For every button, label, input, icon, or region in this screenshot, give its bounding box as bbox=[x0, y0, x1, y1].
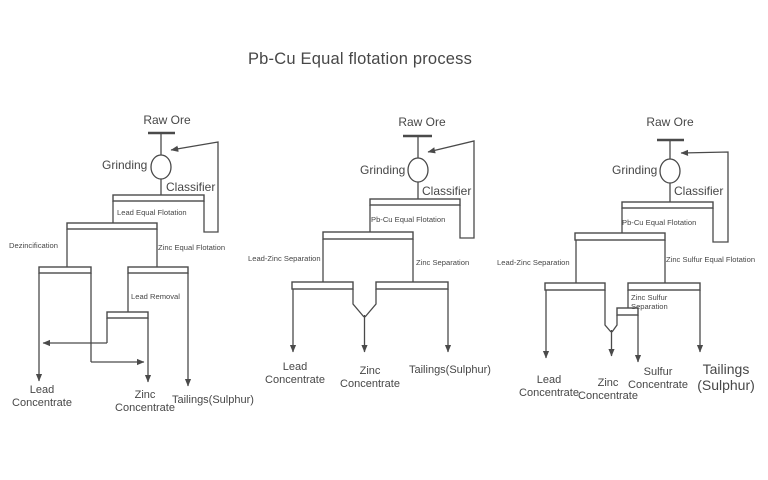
lead-cell-right bbox=[544, 282, 606, 291]
raw-ore-label-middle: Raw Ore bbox=[398, 115, 446, 129]
grinding-mill-left bbox=[150, 154, 172, 180]
sulfur-concentrate-label-right: Sulfur Concentrate bbox=[628, 366, 688, 391]
grinding-mill-right bbox=[659, 158, 681, 184]
rougher-stage-label-right: Pb-Cu Equal Flotation bbox=[622, 218, 697, 227]
tailings-label-middle: Tailings(Sulphur) bbox=[409, 364, 491, 376]
rougher-stage-label-left: Lead Equal Flotation bbox=[117, 208, 187, 217]
lead-zinc-separation-label-middle: Lead-Zinc Separation bbox=[248, 254, 321, 263]
lead-removal-cell-left bbox=[127, 266, 189, 274]
middle-flowsheet-lines bbox=[289, 134, 475, 353]
zinc-concentrate-label-middle: Zinc Concentrate bbox=[340, 365, 400, 390]
classifier-label-left: Classifier bbox=[166, 180, 216, 194]
diagram-title: Pb-Cu Equal flotation process bbox=[247, 50, 473, 68]
zinc-concentrate-label-right: Zinc Concentrate bbox=[578, 377, 638, 402]
rougher-cell-middle bbox=[369, 198, 461, 206]
grinding-label-left: Grinding bbox=[102, 158, 148, 172]
lead-concentrate-label-left: Lead Concentrate bbox=[12, 384, 72, 409]
recycle-loop-left bbox=[170, 141, 219, 233]
separation-cell-left bbox=[66, 222, 158, 230]
recycle-loop-right bbox=[680, 149, 729, 243]
zinc-sulfur-equal-flotation-label-right: Zinc Sulfur Equal Flotation bbox=[666, 255, 756, 264]
lead-removal-label-left: Lead Removal bbox=[131, 292, 180, 301]
grinding-label-middle: Grinding bbox=[360, 163, 406, 177]
zinc-sulfur-separation-label-right: Zinc Sulfur Separation bbox=[631, 293, 668, 311]
lead-zinc-separation-label-right: Lead-Zinc Separation bbox=[497, 258, 570, 267]
raw-ore-label-right: Raw Ore bbox=[646, 115, 694, 129]
raw-ore-label-left: Raw Ore bbox=[143, 113, 191, 127]
recycle-loop-middle bbox=[427, 140, 475, 239]
zinc-cell-middle bbox=[375, 281, 449, 290]
classifier-label-right: Classifier bbox=[674, 184, 724, 198]
cleaner-cell-left bbox=[106, 311, 149, 319]
lead-concentrate-label-right: Lead Concentrate bbox=[519, 374, 579, 399]
classifier-label-middle: Classifier bbox=[422, 184, 472, 198]
grinding-mill-middle bbox=[407, 157, 429, 183]
grinding-label-right: Grinding bbox=[612, 163, 658, 177]
rougher-cell-right bbox=[621, 201, 714, 209]
zinc-separation-label-middle: Zinc Separation bbox=[416, 258, 470, 267]
dezincification-label-left: Dezincification bbox=[9, 241, 58, 250]
right-flowsheet-lines bbox=[542, 138, 729, 363]
rougher-cell-left bbox=[112, 194, 205, 202]
rougher-stage-label-middle: Pb-Cu Equal Flotation bbox=[371, 215, 446, 224]
zinc-sulfur-cell-right bbox=[627, 282, 701, 291]
cleaner-cell-right bbox=[616, 307, 639, 316]
dezincification-cell-left bbox=[38, 266, 92, 274]
separation-cell-right bbox=[574, 232, 666, 241]
left-flowsheet-lines bbox=[35, 131, 219, 387]
separation-cell-middle bbox=[322, 231, 414, 240]
lead-cell-middle bbox=[291, 281, 354, 290]
tailings-label-left: Tailings(Sulphur) bbox=[172, 394, 254, 406]
zinc-concentrate-label-left: Zinc Concentrate bbox=[115, 389, 175, 414]
zinc-equal-flotation-label-left: Zinc Equal Flotation bbox=[158, 243, 226, 252]
lead-concentrate-label-middle: Lead Concentrate bbox=[265, 361, 325, 386]
tailings-label-right: Tailings (Sulphur) bbox=[697, 361, 755, 393]
